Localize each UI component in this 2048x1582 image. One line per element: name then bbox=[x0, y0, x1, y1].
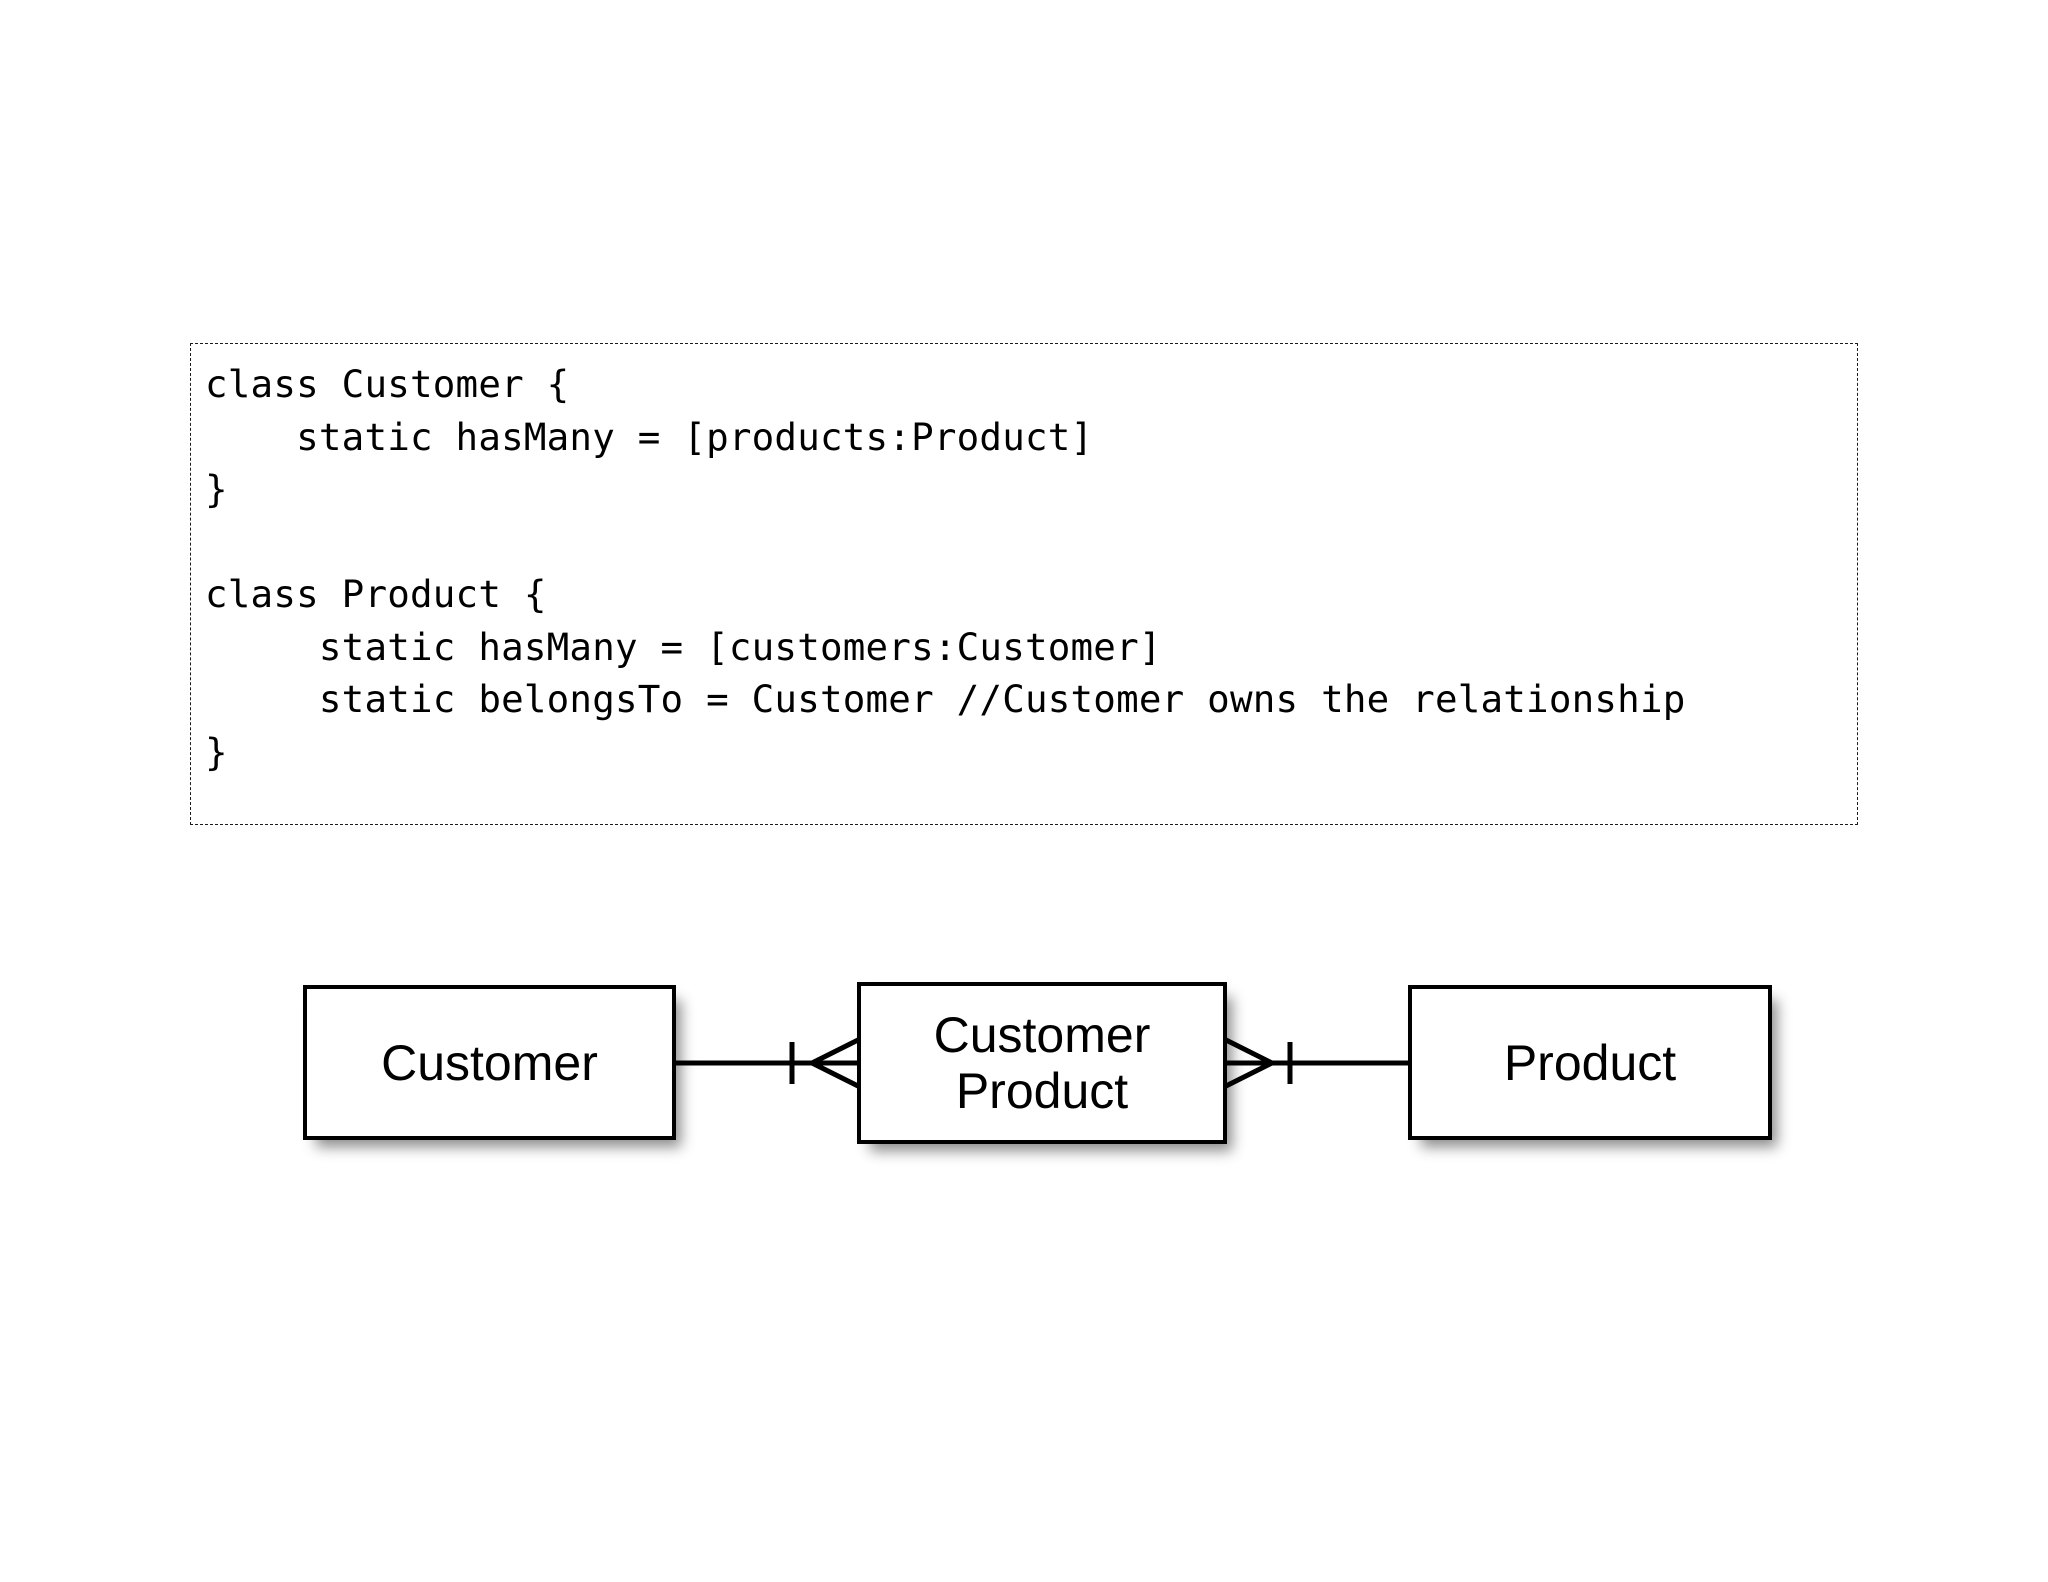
connector-customer-to-join bbox=[676, 1035, 864, 1091]
code-line: class Customer { bbox=[205, 362, 570, 406]
entity-box-customer[interactable]: Customer bbox=[303, 985, 676, 1140]
code-line: class Product { bbox=[205, 572, 547, 616]
code-block: class Customer { static hasMany = [produ… bbox=[190, 343, 1858, 825]
code-line: static hasMany = [products:Product] bbox=[205, 414, 1094, 459]
code-listing: class Customer { static hasMany = [produ… bbox=[205, 358, 1857, 778]
entity-label-customer: Customer bbox=[381, 1034, 598, 1091]
code-line: } bbox=[205, 467, 228, 511]
crows-foot-upper-left bbox=[810, 1035, 864, 1066]
entity-box-product[interactable]: Product bbox=[1408, 985, 1772, 1140]
entity-label-customer-product: Customer Product bbox=[933, 1007, 1151, 1119]
crows-foot-lower-left bbox=[810, 1060, 864, 1091]
entity-label-product: Product bbox=[1503, 1034, 1677, 1091]
entity-box-customer-product[interactable]: Customer Product bbox=[857, 982, 1227, 1144]
code-line: } bbox=[205, 729, 228, 774]
crows-foot-lower-right bbox=[1220, 1060, 1274, 1091]
code-line bbox=[205, 516, 1857, 569]
connector-join-to-product bbox=[1220, 1035, 1412, 1091]
code-line: static belongsTo = Customer //Customer o… bbox=[205, 677, 1686, 721]
crows-foot-upper-right bbox=[1220, 1035, 1274, 1066]
code-line: static hasMany = [customers:Customer] bbox=[205, 624, 1162, 669]
